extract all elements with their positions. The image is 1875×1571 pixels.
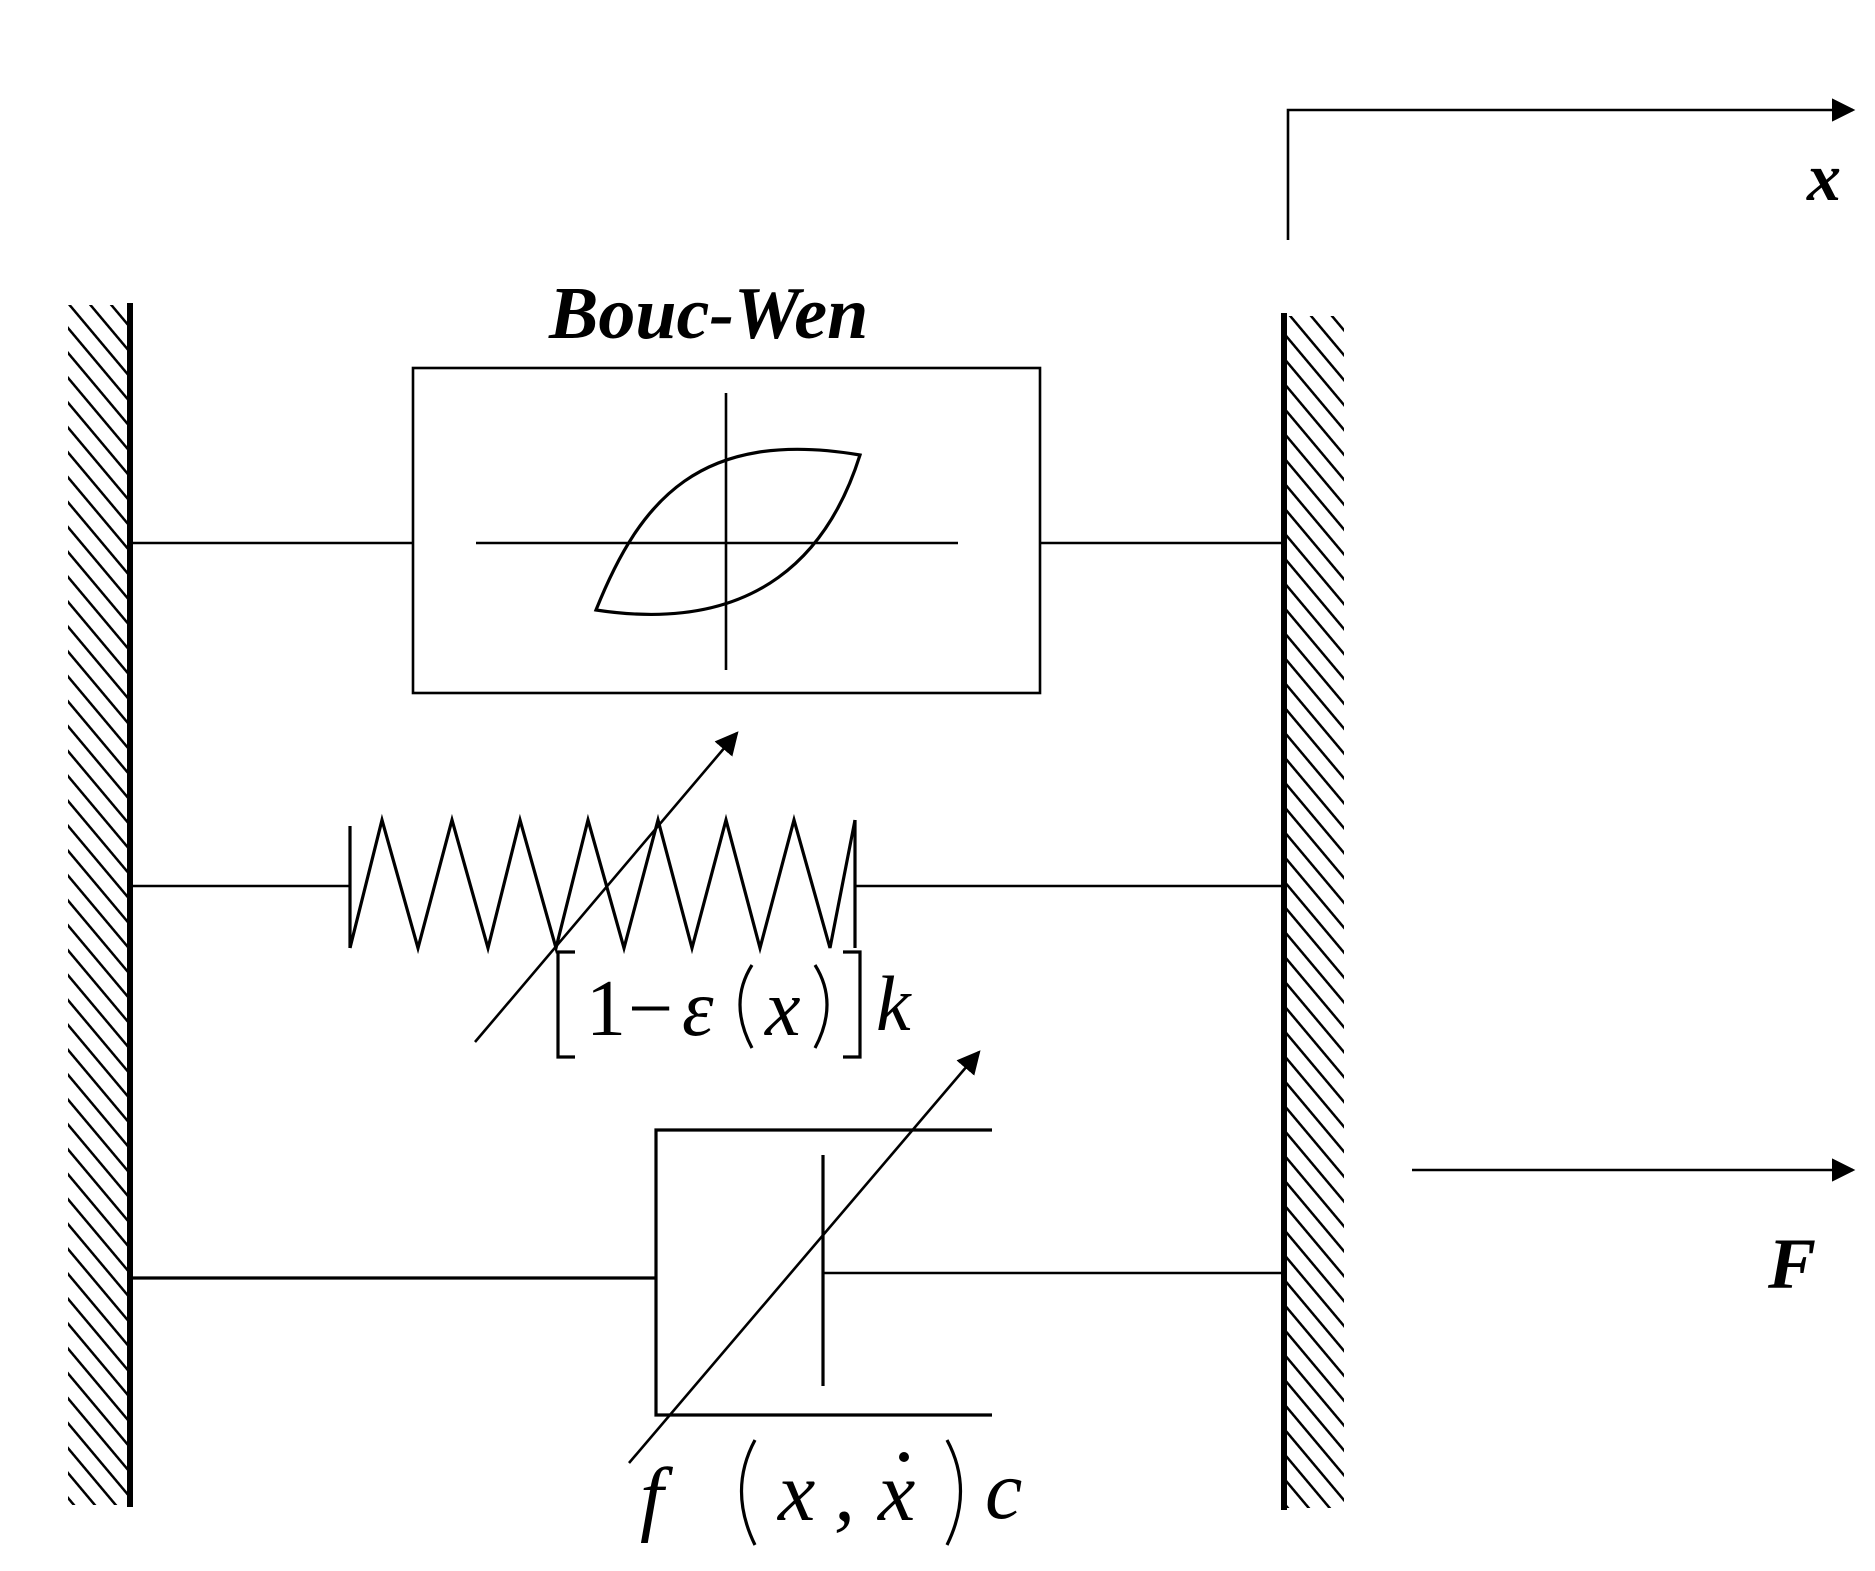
spring-label-minus: − (628, 965, 673, 1053)
displacement-arrow (1286, 98, 1856, 240)
damper-coefficient-label: f x , x c (640, 1439, 1022, 1546)
right-plate (1281, 313, 1344, 1510)
damper-label-left-paren (740, 1439, 757, 1546)
spring-label-one: 1 (586, 965, 626, 1053)
damper-label-c: c (985, 1444, 1022, 1537)
force-label: F (1767, 1224, 1816, 1304)
bouc-wen-box (411, 366, 1042, 695)
spring-variable-arrow (474, 731, 739, 1043)
force-indicator: F (1412, 1158, 1856, 1304)
spring-label-k: k (876, 960, 912, 1047)
spring-stiffness-label: 1 − ε x k (556, 950, 912, 1059)
displacement-indicator: x (1286, 98, 1856, 240)
damper-label-right-paren (945, 1439, 962, 1546)
damper-label-f: f (640, 1451, 674, 1544)
left-bracket (556, 950, 575, 1059)
damper-label-comma: , (834, 1446, 855, 1539)
spring-coil (348, 813, 857, 955)
spring-label-epsilon: ε (682, 965, 714, 1053)
left-wall-hatching (68, 305, 130, 1505)
bouc-wen-element (130, 366, 1284, 695)
displacement-label: x (1806, 139, 1841, 215)
damper-label-dot (899, 1452, 909, 1462)
spring-label-right-paren (813, 964, 829, 1049)
spring-element (130, 731, 1284, 1043)
damper-label-x: x (776, 1446, 815, 1539)
right-bracket (843, 950, 862, 1059)
spring-label-x: x (764, 965, 801, 1053)
damper-variable-arrow (628, 1050, 981, 1464)
damper-element (130, 1050, 1284, 1464)
damper-cylinder (654, 1128, 992, 1417)
right-plate-hatching (1286, 316, 1344, 1508)
hysteresis-loop (593, 447, 863, 616)
damper-label-xdot: x (876, 1446, 915, 1539)
left-wall (68, 303, 133, 1507)
spring-label-left-paren (738, 964, 754, 1049)
bouc-wen-title: Bouc-Wen (548, 273, 868, 355)
